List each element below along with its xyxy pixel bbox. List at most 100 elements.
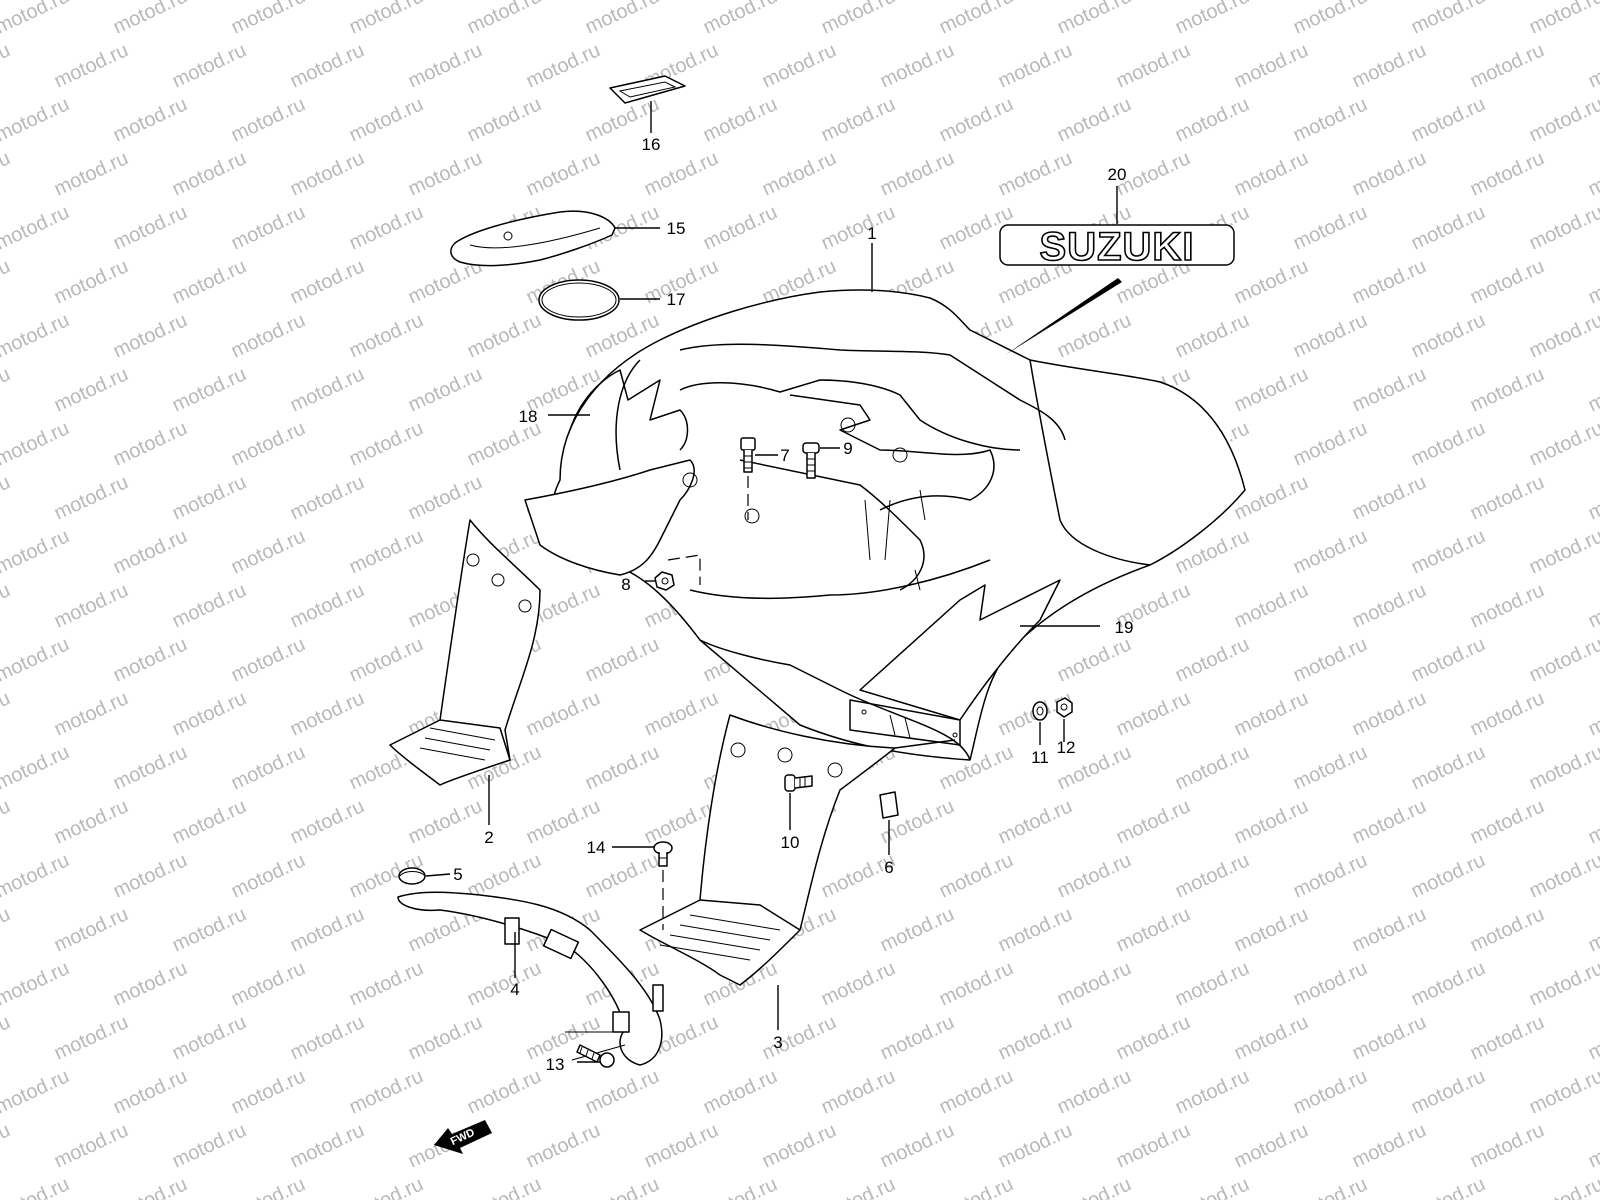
watermark-text: motod.ru [936,93,1017,146]
bolt-9-part [802,442,820,479]
watermark-text: motod.ru [51,255,132,308]
watermark-text: motod.ru [1408,309,1489,362]
callout-8: 8 [621,575,630,594]
watermark-text: motod.ru [287,579,368,632]
watermark-text: motod.ru [287,1011,368,1064]
watermark-text: motod.ru [110,525,191,578]
watermark-text: motod.ru [936,1065,1017,1118]
watermark-text: motod.ru [1054,93,1135,146]
watermark-text: motod.ru [1231,1119,1312,1172]
watermark-text: motod.ru [759,1119,840,1172]
bolt-10-part [784,774,813,792]
watermark-text: motod.ru [228,1173,309,1200]
watermark-text: motod.ru [346,201,427,254]
nut-12-part [1056,697,1073,718]
watermark-text: motod.ru [582,1065,663,1118]
watermark-text: motod.ru [1408,0,1489,39]
watermark-text: motod.ru [1231,147,1312,200]
watermark-text: motod.ru [1467,579,1548,632]
watermark-text: motod.ru [1113,39,1194,92]
reflector-16-part [609,75,686,104]
watermark-text: motod.ru [0,1065,73,1118]
watermark-text: motod.ru [759,147,840,200]
watermark-text: motod.ru [523,39,604,92]
watermark-text: motod.ru [51,39,132,92]
watermark-text: motod.ru [1408,417,1489,470]
watermark-text: motod.ru [1526,1173,1600,1200]
watermark-text: motod.ru [1290,525,1371,578]
bolt-7-part [740,437,756,473]
watermark-text: motod.ru [1349,1119,1430,1172]
watermark-text: motod.ru [1172,93,1253,146]
watermark-text: motod.ru [1349,579,1430,632]
watermark-text: motod.ru [641,687,722,740]
watermark-text: motod.ru [1585,39,1600,92]
watermark-text: motod.ru [1585,579,1600,632]
watermark-text: motod.ru [110,0,191,39]
watermark-text: motod.ru [169,795,250,848]
watermark-text: motod.ru [1585,1119,1600,1172]
watermark-text: motod.ru [0,93,73,146]
watermark-text: motod.ru [287,1119,368,1172]
watermark-text: motod.ru [1585,471,1600,524]
watermark-text: motod.ru [0,417,73,470]
watermark-text: motod.ru [228,1065,309,1118]
watermark-text: motod.ru [1054,0,1135,39]
watermark-text: motod.ru [1113,1119,1194,1172]
watermark-text: motod.ru [1467,795,1548,848]
watermark-text: motod.ru [464,309,545,362]
watermark-text: motod.ru [1290,417,1371,470]
watermark-text: motod.ru [405,471,486,524]
watermark-text: motod.ru [582,0,663,39]
frame-bracket-part [397,891,664,1066]
rubber-cap-part [398,867,426,885]
watermark-text: motod.ru [346,633,427,686]
watermark-text: motod.ru [1113,687,1194,740]
watermark-text: motod.ru [1290,741,1371,794]
watermark-text: motod.ru [1408,93,1489,146]
watermark-text: motod.ru [464,93,545,146]
watermark-text: motod.ru [1054,1173,1135,1200]
watermark-text: motod.ru [1172,1173,1253,1200]
callout-3: 3 [773,1033,782,1052]
watermark-text: motod.ru [1290,93,1371,146]
watermark-text: motod.ru [0,525,73,578]
watermark-text: motod.ru [1054,1065,1135,1118]
watermark-text: motod.ru [1349,903,1430,956]
watermark-text: motod.ru [287,147,368,200]
watermark-text: motod.ru [1349,255,1430,308]
watermark-text: motod.ru [0,201,73,254]
watermark-text: motod.ru [346,93,427,146]
watermark-text: motod.ru [641,1119,722,1172]
watermark-text: motod.ru [1290,1173,1371,1200]
callout-6: 6 [884,858,893,877]
watermark-text: motod.ru [169,471,250,524]
watermark-text: motod.ru [1467,363,1548,416]
watermark-text: motod.ru [51,1011,132,1064]
watermark-text: motod.ru [110,309,191,362]
watermark-text: motod.ru [169,579,250,632]
watermark-text: motod.ru [877,39,958,92]
watermark-text: motod.ru [1172,849,1253,902]
watermark-text: motod.ru [287,903,368,956]
watermark-text: motod.ru [818,1173,899,1200]
watermark-text: motod.ru [1290,957,1371,1010]
watermark-text: motod.ru [1467,1119,1548,1172]
nut-8-part [654,571,675,591]
o-ring-part [538,279,620,321]
callout-4: 4 [510,980,519,999]
watermark-text: motod.ru [1526,0,1600,39]
watermark-text: motod.ru [936,1173,1017,1200]
watermark-text: motod.ru [1408,1065,1489,1118]
watermark-text: motod.ru [1585,1011,1600,1064]
watermark-text: motod.ru [346,1173,427,1200]
watermark-text: motod.ru [1526,525,1600,578]
watermark-text: motod.ru [287,471,368,524]
watermark-text: motod.ru [1467,147,1548,200]
watermark-text: motod.ru [169,255,250,308]
watermark-text: motod.ru [1526,1065,1600,1118]
watermark-text: motod.ru [1585,363,1600,416]
watermark-text: motod.ru [1231,363,1312,416]
